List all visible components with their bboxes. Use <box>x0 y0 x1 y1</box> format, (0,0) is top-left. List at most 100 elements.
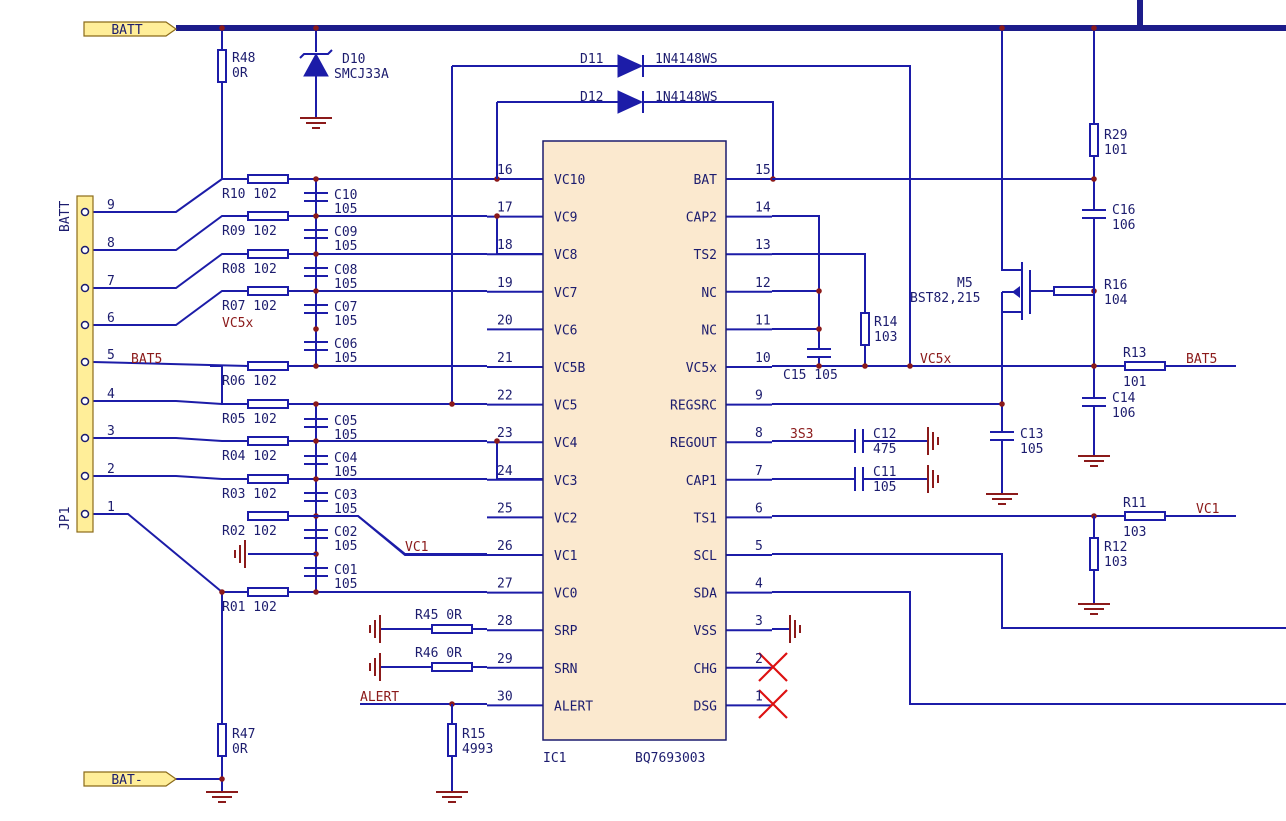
junction-dot <box>313 176 319 182</box>
connector-wire <box>93 178 248 213</box>
capacitor-c15 <box>807 348 831 358</box>
ground-icon <box>206 791 238 803</box>
junction-dot <box>907 363 913 369</box>
r05-link <box>210 365 248 405</box>
resistor-label: R07 102 <box>222 299 277 314</box>
pin-number: 8 <box>755 426 763 441</box>
ground-icon <box>1078 603 1110 615</box>
capacitor-c08 <box>304 267 328 277</box>
connector-wire <box>93 215 248 251</box>
junction-dot <box>313 363 319 369</box>
capacitor-c12 <box>854 429 864 453</box>
connector-pin-number: 8 <box>107 236 115 251</box>
resistor-value: 103 <box>1104 555 1127 570</box>
net-label-vc1: VC1 <box>405 540 428 555</box>
resistor-value: 103 <box>1123 525 1146 540</box>
ic-part: BQ7693003 <box>635 751 705 766</box>
resistor-r02 <box>247 511 289 521</box>
capacitor-c10 <box>304 192 328 202</box>
junction-dot <box>1091 363 1097 369</box>
pin-name: CAP1 <box>686 474 717 489</box>
capacitor-value: 475 <box>873 442 896 457</box>
junction-dot <box>313 25 319 31</box>
diode-ref: D12 <box>580 90 603 105</box>
ic-ref: IC1 <box>543 751 566 766</box>
resistor-value: 4993 <box>462 742 493 757</box>
ground-icon <box>234 540 246 568</box>
cap2-wire <box>772 215 820 349</box>
capacitor-value: 105 <box>334 577 357 592</box>
capacitor-c01 <box>304 567 328 577</box>
pin-name: VC10 <box>554 173 585 188</box>
pin-name: TS1 <box>694 511 717 526</box>
pin-number: 5 <box>755 539 763 554</box>
mosfet-part: BST82,215 <box>910 291 980 306</box>
connector-wire <box>93 513 248 593</box>
capacitor-c09 <box>304 229 328 239</box>
capacitor-ref: C09 <box>334 225 357 240</box>
capacitor-c04 <box>304 455 328 465</box>
no-connect-cross-icon <box>758 689 788 719</box>
resistor-r09 <box>247 211 289 221</box>
diode-d11 <box>617 54 644 78</box>
tvs-bar <box>299 49 333 59</box>
diode-triangle <box>617 90 644 114</box>
resistor-r11 <box>1124 511 1166 521</box>
pin-number: 6 <box>755 501 763 516</box>
resistor-value: 104 <box>1104 293 1128 308</box>
pin-number: 13 <box>755 238 771 253</box>
pin-number: 16 <box>497 163 513 178</box>
junction-dot <box>816 363 822 369</box>
resistor-ref: R47 <box>232 727 255 742</box>
ts2-wire <box>772 253 866 313</box>
resistor-ref: R11 <box>1123 496 1146 511</box>
pin-name: VC2 <box>554 511 577 526</box>
mosfet-ref: M5 <box>957 276 973 291</box>
pin-name: VC7 <box>554 286 577 301</box>
pin-number: 24 <box>497 464 513 479</box>
capacitor-ref: C16 <box>1112 203 1135 218</box>
pin-name: BAT <box>694 173 718 188</box>
ground-icon <box>927 465 939 493</box>
pin-name: VC5B <box>554 361 585 376</box>
port-label: BAT- <box>111 773 142 788</box>
resistor-r14 <box>860 312 870 346</box>
resistor-r05 <box>247 399 289 409</box>
capacitor-c13 <box>990 431 1014 441</box>
capacitor-ref: C07 <box>334 300 357 315</box>
capacitor-value: 105 <box>334 239 357 254</box>
resistor-r07 <box>247 286 289 296</box>
ground-icon <box>300 117 332 129</box>
connector-pin <box>80 207 90 217</box>
resistor-value: 103 <box>874 330 897 345</box>
pin-name: REGSRC <box>670 399 717 414</box>
resistor-r13 <box>1124 361 1166 371</box>
connector-wire <box>93 290 248 326</box>
resistor-r06 <box>247 361 289 371</box>
diode-part: SMCJ33A <box>334 67 389 82</box>
connector-pin-number: 6 <box>107 311 115 326</box>
m5-drain <box>1001 28 1022 271</box>
pin-number: 9 <box>755 389 763 404</box>
pin-name: VC1 <box>554 549 577 564</box>
resistor-r01 <box>247 587 289 597</box>
capacitor-ref: C08 <box>334 263 357 278</box>
connector-pin <box>80 471 90 481</box>
pin-number: 28 <box>497 614 513 629</box>
pin-number: 20 <box>497 313 513 328</box>
pin-number: 29 <box>497 652 513 667</box>
sda-wire <box>772 591 1286 705</box>
pin-number: 4 <box>755 577 763 592</box>
vc9-vc8-link <box>496 216 543 255</box>
ground-icon <box>369 615 381 643</box>
capacitor-ref: C13 <box>1020 427 1043 442</box>
connector-pin-number: 3 <box>107 424 115 439</box>
pin-name: DSG <box>694 699 718 714</box>
capacitor-value: 106 <box>1112 406 1135 421</box>
connector-pin <box>80 320 90 330</box>
pin-name: SRN <box>554 662 577 677</box>
resistor-r04 <box>247 436 289 446</box>
junction-dot <box>999 401 1005 407</box>
connector-pin <box>80 509 90 519</box>
